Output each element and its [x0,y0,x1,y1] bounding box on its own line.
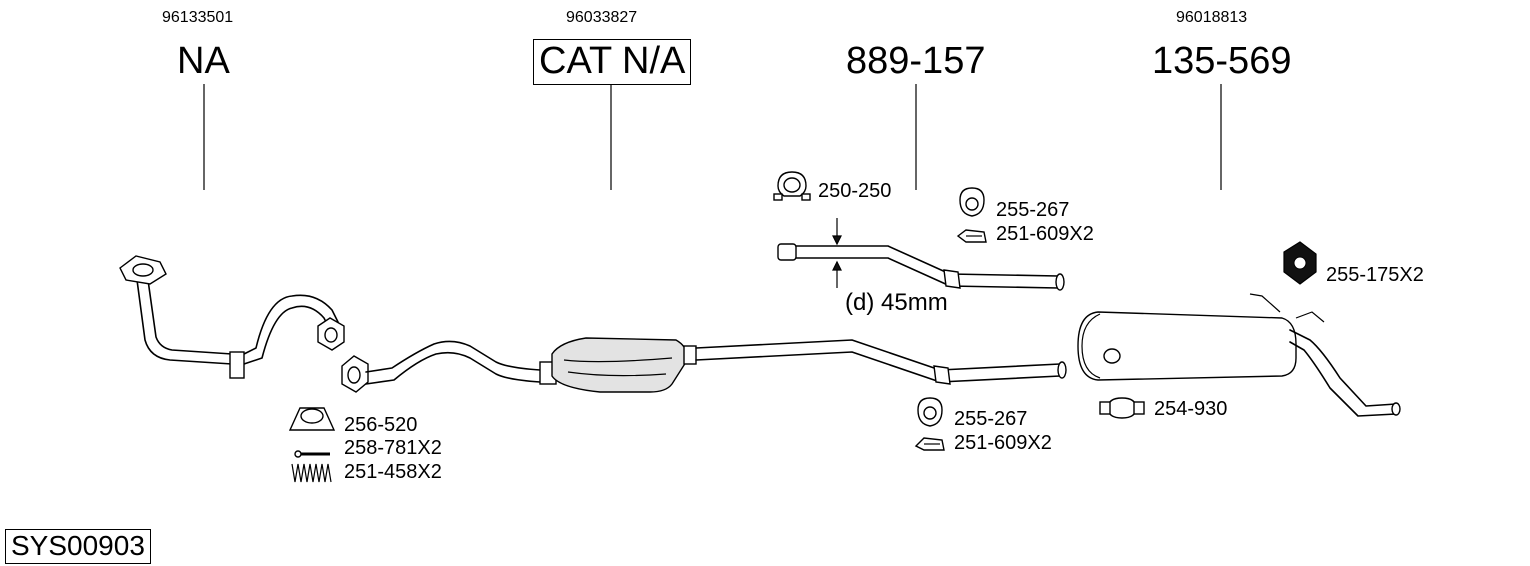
oem-number-cat: 96033827 [566,9,638,26]
spring-icon [291,463,332,483]
part-gasket-front[interactable]: 256-520 [344,414,418,436]
part-bracket-cat[interactable]: 251-609X2 [954,432,1052,454]
gasket-icon [288,407,336,431]
rear-part-label[interactable]: 135-569 [1152,40,1292,82]
oem-number-front: 96133501 [162,9,234,26]
leader-lines [203,84,1222,190]
bolt-icon [294,450,330,458]
part-mount-middle[interactable]: 255-267 [996,199,1070,221]
bracket-icon-2 [914,437,945,451]
front-part-label[interactable]: NA [177,40,230,82]
part-hanger-rear[interactable]: 255-175X2 [1326,264,1424,286]
part-bolt-front[interactable]: 258-781X2 [344,437,442,459]
rubber-mount-icon-2 [917,397,943,427]
rubber-mount-icon [959,187,985,217]
oem-number-rear: 96018813 [1176,9,1248,26]
part-clamp-middle[interactable]: 250-250 [818,180,892,202]
hanger-icon [1283,241,1317,285]
middle-pipe[interactable] [777,218,1065,291]
middle-part-label[interactable]: 889-157 [846,40,986,82]
part-mount-cat[interactable]: 255-267 [954,408,1028,430]
part-spring-front[interactable]: 251-458X2 [344,461,442,483]
system-id: SYS00903 [5,529,151,564]
cat-section[interactable] [341,337,1067,393]
clamp-icon-2 [1099,397,1145,419]
part-clamp-rear[interactable]: 254-930 [1154,398,1228,420]
rear-silencer[interactable] [1077,293,1401,417]
clamp-icon [773,171,811,201]
part-bracket-middle[interactable]: 251-609X2 [996,223,1094,245]
bracket-icon [956,229,987,243]
pipe-diameter: (d) 45mm [845,289,948,316]
front-pipe[interactable] [119,255,345,379]
cat-part-label[interactable]: CAT N/A [533,39,692,85]
